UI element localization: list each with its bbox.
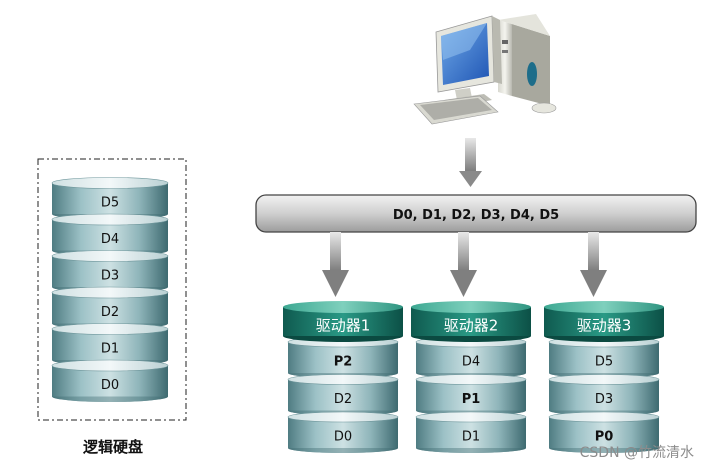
drive-2-block-d1: D1 [415,411,527,453]
logical-stripe-d0-label: D0 [101,378,119,393]
drive-2-block-p1-label: P1 [462,392,481,407]
drive-1-name: 驱动器1 [316,317,371,335]
drive-2-block-p1: P1 [415,374,527,416]
drive-1-block-d0: D0 [287,411,399,453]
logical-stripe-d5: D5 [51,177,169,220]
drive-3-header: 驱动器3 [544,301,664,342]
drive-3-block-p0-label: P0 [595,430,614,445]
drive-3-block-d3: D3 [548,374,660,416]
logical-disk-title: 逻辑硬盘 [82,438,143,456]
logical-stripe-d0: D0 [51,359,169,402]
logical-stripe-d4-label: D4 [101,232,119,247]
logical-stripe-d1: D1 [51,323,169,366]
watermark: CSDN @竹流清水 [579,445,694,461]
drive-1-block-d2-label: D2 [334,392,352,407]
logical-disk-frame [37,158,187,421]
drive-1-block-d0-label: D0 [334,430,352,445]
logical-stripe-d3: D3 [51,250,169,293]
drive-2-name: 驱动器2 [444,317,499,335]
drive-3-block-d3-label: D3 [595,392,613,407]
bus-label: D0, D1, D2, D3, D4, D5 [393,208,559,223]
drive-3-block-d5-label: D5 [595,355,613,370]
drive-2-header: 驱动器2 [411,301,531,342]
drive-3-name: 驱动器3 [577,317,632,335]
logical-stripe-d5-label: D5 [101,196,119,211]
drive-1-header: 驱动器1 [283,301,403,342]
drive-1-block-d2: D2 [287,374,399,416]
desktop-computer-icon [413,14,557,125]
logical-stripe-d4: D4 [51,213,169,256]
arrow-bus-to-drive-3 [580,232,607,297]
arrow-bus-to-drive-1 [322,232,349,297]
logical-stripe-d1-label: D1 [101,342,119,357]
logical-stripe-d2-label: D2 [101,305,119,320]
data-bus [255,194,697,233]
drive-2-block-d4: D4 [415,336,527,378]
arrow-computer-to-bus [459,138,482,187]
logical-stripe-d2: D2 [51,286,169,329]
drive-2-block-d1-label: D1 [462,430,480,445]
logical-stripe-d3-label: D3 [101,269,119,284]
arrow-bus-to-drive-2 [450,232,477,297]
drive-1-block-p2: P2 [287,336,399,378]
drive-3-block-p0: P0 [548,411,660,453]
drive-1-block-p2-label: P2 [334,355,353,370]
drive-2-block-d4-label: D4 [462,355,480,370]
drive-3-block-d5: D5 [548,336,660,378]
